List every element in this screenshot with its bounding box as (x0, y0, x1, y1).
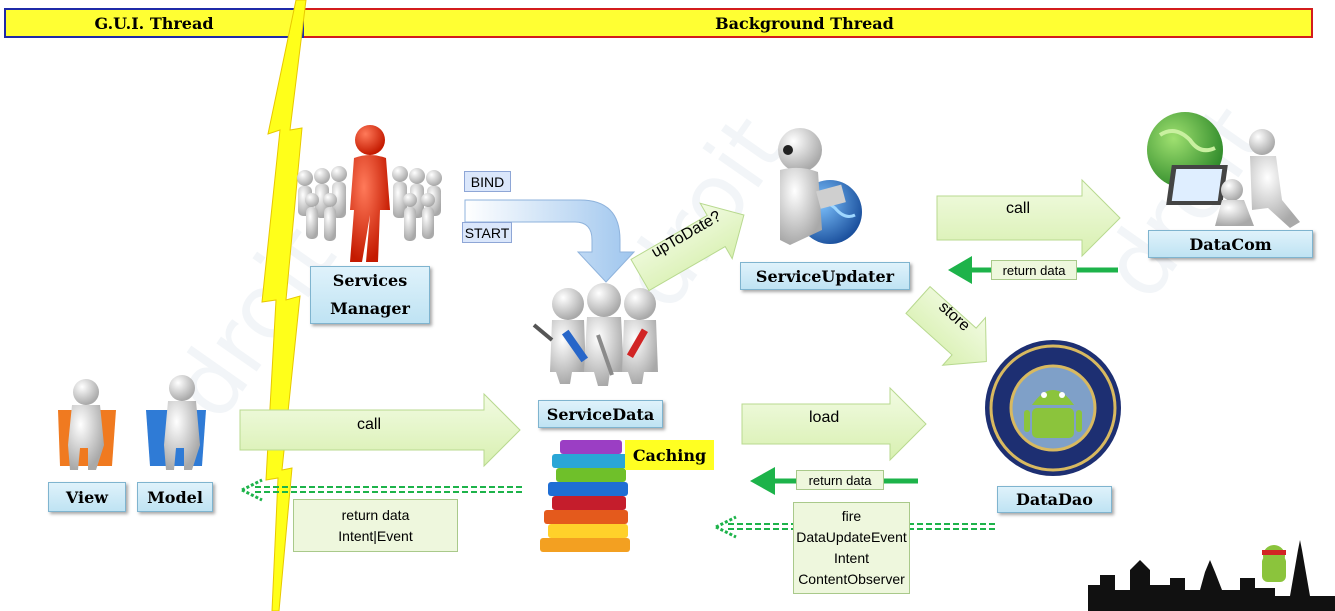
service-data-label: ServiceData (538, 400, 663, 428)
start-label: START (462, 222, 512, 243)
background-thread-title: Background Thread (715, 13, 894, 33)
call-datacom-arrow (936, 178, 1121, 258)
call-servicedata-arrow (239, 392, 521, 468)
model-label: Model (137, 482, 213, 512)
caching-label: Caching (625, 440, 714, 470)
fire-note: fire DataUpdateEvent Intent ContentObser… (793, 502, 910, 594)
bind-start-arrow (464, 199, 636, 283)
service-updater-label: ServiceUpdater (740, 262, 910, 290)
call-servicedata-label: call (357, 416, 382, 433)
nsa-android-seal-icon (985, 340, 1121, 476)
services-manager-label: Services Manager (310, 266, 430, 324)
gui-thread-header: G.U.I. Thread (4, 8, 304, 38)
load-label: load (809, 409, 840, 426)
view-label: View (48, 482, 126, 512)
thread-divider-bolt (261, 0, 307, 611)
background-thread-header: Background Thread (296, 8, 1313, 38)
people-laptop-globe-icon (1147, 112, 1300, 228)
up-to-date-arrow (630, 202, 745, 292)
fire-note-line: DataUpdateEvent (796, 529, 907, 545)
return-datacom-arrowhead (948, 256, 972, 284)
datadao-label: DataDao (997, 486, 1112, 513)
person-globe-icon (778, 128, 862, 245)
book-stack-icon (540, 440, 630, 552)
services-manager-label-line1: Services (332, 271, 408, 290)
gui-return-note: return data Intent|Event (293, 499, 458, 552)
return-datadao-arrowhead (750, 467, 775, 495)
fire-arrowhead (715, 515, 737, 539)
seated-figures-icon (58, 375, 206, 470)
fire-note-line: fire (841, 508, 862, 524)
fire-note-line: Intent (833, 550, 870, 566)
datacom-label: DataCom (1148, 230, 1313, 258)
load-arrow (741, 386, 927, 462)
services-manager-label-line2: Manager (330, 299, 410, 318)
crowd-leader-icon (297, 125, 442, 262)
paris-skyline-icon (1088, 540, 1335, 611)
gui-return-arrowhead (241, 478, 263, 502)
fire-note-line: ContentObserver (798, 571, 905, 587)
call-datacom-label: call (1006, 200, 1031, 217)
workers-tools-icon (532, 283, 658, 386)
gui-thread-title: G.U.I. Thread (94, 13, 214, 33)
android-mascot-icon (1262, 545, 1286, 582)
gui-return-note-line: return data (341, 507, 410, 523)
return-data-datadao-label: return data (796, 470, 884, 490)
store-arrow (905, 285, 987, 366)
gui-return-note-line: Intent|Event (338, 528, 413, 544)
bind-label: BIND (464, 171, 511, 192)
return-data-datacom-label: return data (991, 260, 1077, 280)
